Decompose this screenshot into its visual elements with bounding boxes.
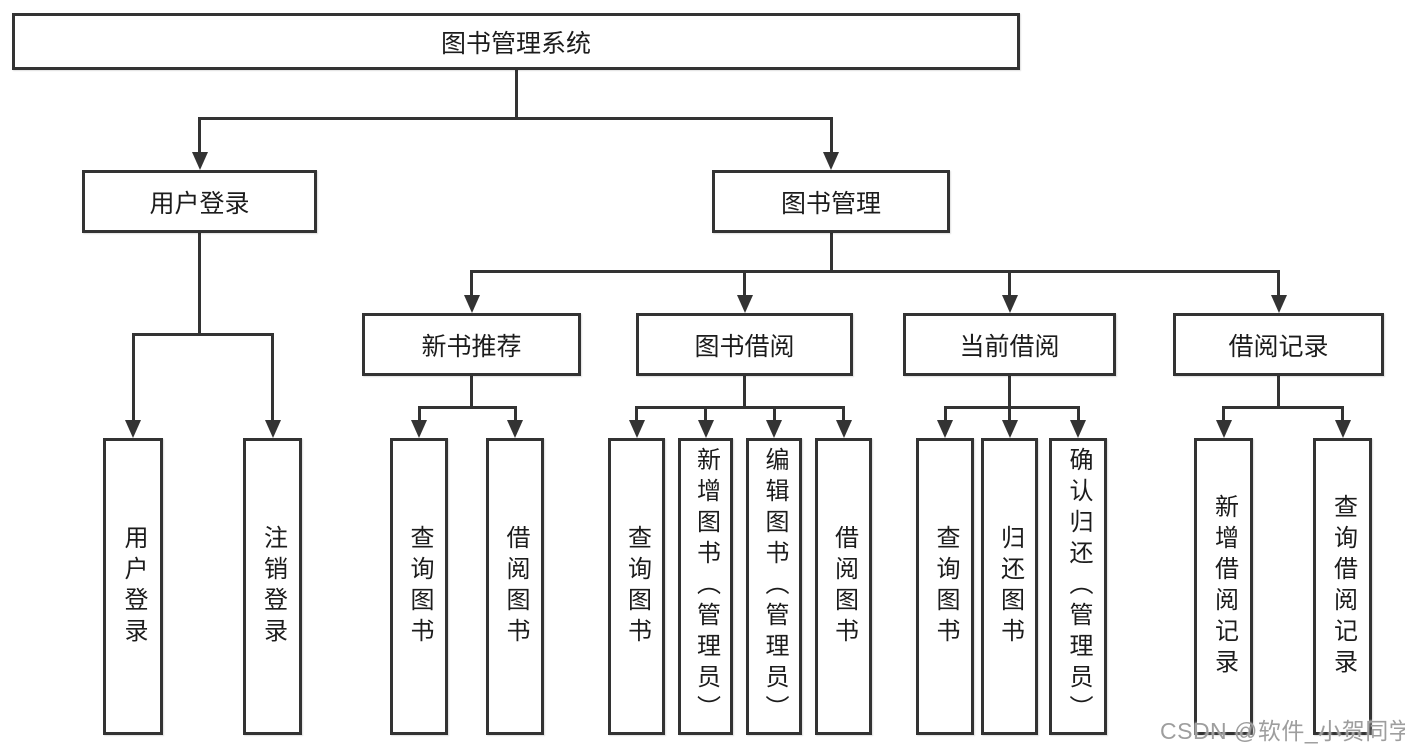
- node-new-book-rec: 新书推荐: [362, 313, 581, 376]
- node-label: 编辑图书（管理员）: [761, 447, 788, 726]
- arrowhead-icon: [937, 420, 953, 438]
- node-label: 当前借阅: [959, 332, 1060, 361]
- node-leaf-add-book: 新增图书（管理员）: [678, 438, 733, 735]
- connector-line: [635, 407, 638, 422]
- node-leaf-query-book-3: 查询图书: [916, 438, 974, 735]
- watermark: CSDN @软件_小贺同学: [1160, 718, 1405, 744]
- arrowhead-icon: [507, 420, 523, 438]
- connector-line: [131, 332, 274, 336]
- connector-line: [772, 407, 776, 422]
- connector-line: [1008, 407, 1011, 422]
- node-root: 图书管理系统: [12, 13, 1020, 70]
- node-label: 归还图书: [996, 524, 1024, 649]
- connector-line: [1076, 407, 1080, 422]
- connector-line: [514, 70, 518, 120]
- node-label: 借阅图书: [502, 524, 529, 649]
- arrowhead-icon: [1001, 295, 1018, 313]
- arrowhead-icon: [264, 420, 281, 438]
- connector-line: [470, 269, 1280, 273]
- connector-line: [1222, 407, 1225, 422]
- connector-line: [470, 376, 473, 409]
- node-label: 用户登录: [120, 524, 147, 649]
- node-leaf-query-book-1: 查询图书: [390, 438, 448, 735]
- node-leaf-borrow-book-1: 借阅图书: [486, 438, 544, 735]
- node-label: 借阅记录: [1228, 332, 1329, 361]
- node-current-borrow: 当前借阅: [903, 313, 1116, 376]
- node-label: 新增图书（管理员）: [692, 447, 720, 726]
- node-leaf-add-record: 新增借阅记录: [1194, 438, 1253, 735]
- node-label: 查询图书: [406, 524, 433, 649]
- node-label: 查询借阅记录: [1329, 493, 1357, 680]
- connector-line: [198, 118, 201, 154]
- arrowhead-icon: [766, 420, 782, 438]
- connector-line: [1277, 271, 1280, 297]
- node-label: 查询图书: [932, 524, 959, 649]
- arrowhead-icon: [736, 295, 753, 313]
- connector-line: [198, 233, 201, 336]
- arrowhead-icon: [835, 420, 852, 438]
- connector-line: [829, 233, 833, 273]
- connector-line: [131, 334, 135, 422]
- node-leaf-return-book: 归还图书: [981, 438, 1038, 735]
- connector-line: [1341, 407, 1344, 422]
- node-book-borrow: 图书借阅: [636, 313, 853, 376]
- arrowhead-icon: [125, 420, 141, 438]
- connector-line: [1222, 405, 1344, 409]
- connector-line: [635, 405, 845, 409]
- node-label: 新增借阅记录: [1210, 493, 1238, 680]
- node-leaf-query-record: 查询借阅记录: [1313, 438, 1372, 735]
- arrowhead-icon: [1070, 420, 1086, 438]
- arrowhead-icon: [1270, 295, 1287, 313]
- connector-line: [743, 271, 746, 297]
- connector-line: [943, 407, 947, 422]
- node-label: 图书管理系统: [440, 29, 591, 58]
- connector-line: [470, 271, 473, 297]
- node-leaf-confirm-return: 确认归还（管理员）: [1049, 438, 1107, 735]
- connector-line: [1008, 376, 1011, 409]
- connector-line: [829, 118, 833, 154]
- arrowhead-icon: [1001, 420, 1018, 438]
- connector-line: [704, 407, 707, 422]
- connector-line: [417, 407, 421, 422]
- node-leaf-borrow-book-2: 借阅图书: [815, 438, 872, 735]
- node-label: 查询图书: [623, 524, 651, 649]
- connector-line: [1008, 271, 1011, 297]
- node-label: 新书推荐: [421, 332, 522, 361]
- arrowhead-icon: [823, 152, 839, 170]
- node-user-login: 用户登录: [82, 170, 317, 233]
- connector-line: [1277, 376, 1280, 409]
- arrowhead-icon: [628, 420, 645, 438]
- arrowhead-icon: [1334, 420, 1351, 438]
- node-label: 注销登录: [259, 524, 287, 649]
- connector-line: [198, 116, 833, 120]
- arrowhead-icon: [1215, 420, 1232, 438]
- node-label: 图书借阅: [694, 332, 795, 361]
- connector-line: [743, 376, 746, 409]
- connector-line: [513, 407, 517, 422]
- arrowhead-icon: [697, 420, 714, 438]
- node-leaf-query-book-2: 查询图书: [608, 438, 665, 735]
- connector-line: [271, 334, 274, 422]
- connector-line: [417, 405, 517, 409]
- node-leaf-edit-book: 编辑图书（管理员）: [746, 438, 802, 735]
- node-label: 图书管理: [780, 189, 881, 218]
- node-label: 借阅图书: [830, 524, 858, 649]
- arrowhead-icon: [463, 295, 480, 313]
- node-label: 确认归还（管理员）: [1065, 447, 1092, 726]
- arrowhead-icon: [411, 420, 427, 438]
- node-borrow-records: 借阅记录: [1173, 313, 1384, 376]
- node-label: 用户登录: [149, 189, 250, 218]
- connector-line: [943, 405, 1080, 409]
- arrowhead-icon: [191, 152, 208, 170]
- node-leaf-logout: 注销登录: [243, 438, 302, 735]
- node-book-mgmt: 图书管理: [712, 170, 950, 233]
- connector-line: [842, 407, 845, 422]
- node-leaf-user-login: 用户登录: [103, 438, 163, 735]
